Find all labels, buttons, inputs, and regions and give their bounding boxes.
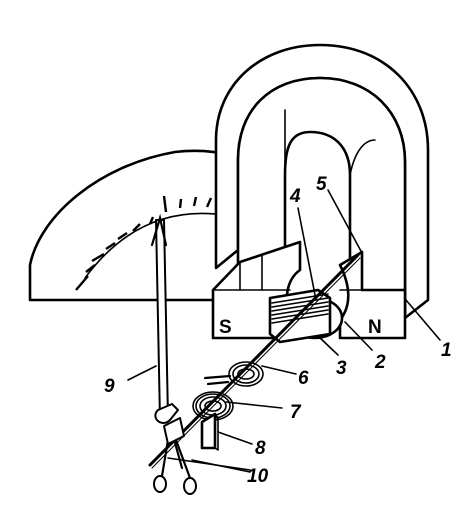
pointer <box>150 213 179 424</box>
label-7: 7 <box>290 402 302 423</box>
north-pole-piece <box>338 250 407 340</box>
zero-adjuster <box>200 412 219 451</box>
balance-weights <box>153 417 197 495</box>
label-8: 8 <box>255 438 266 459</box>
label-3: 3 <box>336 358 347 379</box>
south-pole-label: S <box>219 317 232 338</box>
part-labels: 1 2 3 4 5 6 7 8 9 10 <box>104 174 452 487</box>
label-6: 6 <box>298 368 309 389</box>
north-pole-label: N <box>368 317 382 338</box>
hairspring-upper <box>203 361 264 387</box>
label-1: 1 <box>441 340 452 361</box>
label-2: 2 <box>374 352 386 373</box>
leader-lines <box>127 189 441 473</box>
label-10: 10 <box>247 466 269 487</box>
label-4: 4 <box>289 186 301 207</box>
label-5: 5 <box>316 174 327 195</box>
label-9: 9 <box>104 376 115 397</box>
axle <box>148 253 361 469</box>
